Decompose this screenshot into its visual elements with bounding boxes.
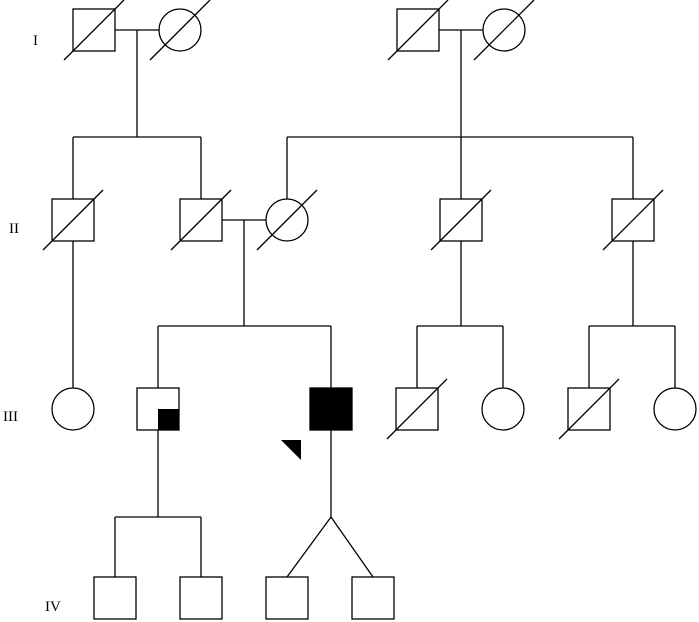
deceased-slash-ii-3 [256,189,318,251]
affected-quadrant-iii-2 [158,409,179,430]
deceased-slash-i-2 [149,0,211,61]
deceased-slash-i-1 [63,0,125,61]
generation-label-iv: IV [45,599,61,615]
deceased-slash-ii-2 [170,189,232,251]
female-symbol-iii-7 [653,387,697,431]
deceased-slash-iii-4 [386,378,448,440]
female-symbol-iii-1 [51,387,95,431]
deceased-slash-ii-1 [42,189,104,251]
female-symbol-iii-5 [481,387,525,431]
deceased-slash-ii-5 [602,189,664,251]
deceased-slash-iii-6 [558,378,620,440]
male-symbol-iv-4 [351,576,395,620]
male-symbol-iii-3 [309,387,353,431]
deceased-slash-ii-4 [430,189,492,251]
generation-label-ii: II [9,221,19,237]
deceased-slash-i-3 [387,0,449,61]
deceased-slash-i-4 [473,0,535,61]
generation-label-iii: III [3,409,18,425]
generation-label-i: I [33,33,38,49]
male-symbol-iv-3 [265,576,309,620]
twin-line [286,516,332,578]
proband-arrow-icon [281,440,301,460]
twin-line [330,516,374,578]
male-symbol-iv-2 [179,576,223,620]
male-symbol-iv-1 [93,576,137,620]
